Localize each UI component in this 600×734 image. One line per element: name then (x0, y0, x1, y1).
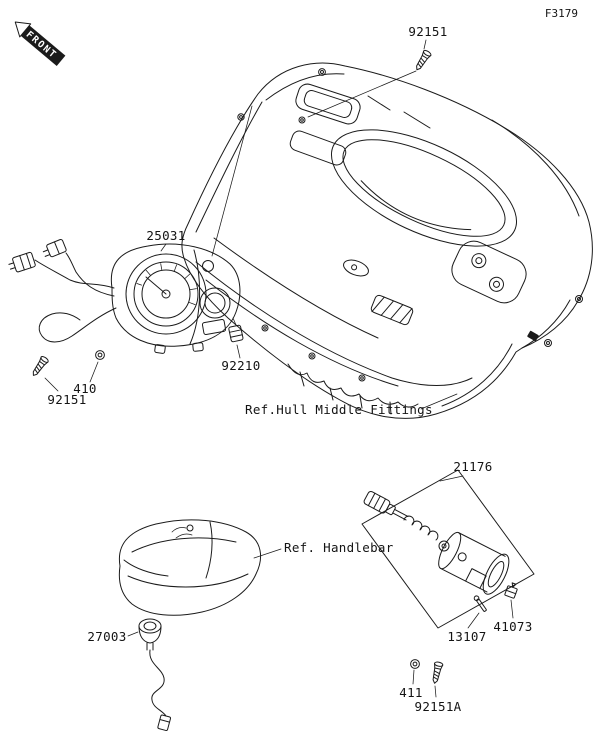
sensor-27003-drawing (127, 618, 171, 731)
front-badge: FRONT (14, 21, 66, 66)
handlebar-ref-label: Ref. Handlebar (284, 540, 394, 555)
meter-assembly-drawing (110, 105, 253, 354)
part-label-washer-bottom: 411 (399, 685, 422, 700)
part-label-cable-assembly: 21176 (453, 459, 492, 474)
figure-code: F3179 (545, 7, 578, 20)
front-badge-label: FRONT (24, 29, 59, 61)
part-label-pin: 13107 (447, 629, 486, 644)
handlebar-cover-drawing (118, 519, 262, 616)
damper-92210 (228, 317, 244, 359)
handlebar-ref-leader (253, 548, 282, 559)
hull-ref-leader (420, 393, 458, 410)
pin-13107 (467, 595, 487, 629)
hull-clip (527, 330, 539, 342)
cable-assembly-drawing (363, 490, 510, 595)
part-label-sensor: 27003 (87, 629, 126, 644)
harness-connector-a (8, 251, 36, 273)
meter-wiring-harness (8, 238, 117, 343)
washer-411 (410, 659, 420, 685)
washer-410 (89, 350, 105, 383)
part-label-screw-top: 92151 (408, 24, 447, 39)
cable-assembly-box (361, 469, 535, 629)
part-label-clamp: 41073 (493, 619, 532, 634)
part-label-damper: 92210 (221, 358, 260, 373)
screw-92151-top (307, 39, 433, 118)
screw-92151-left (29, 354, 59, 392)
part-label-meter: 25031 (146, 228, 185, 243)
meter-label-leader (160, 243, 167, 252)
screw-92151a (430, 660, 444, 698)
clamp-41073 (504, 582, 518, 619)
harness-connector-b (42, 238, 67, 258)
part-label-screw-bottom: 92151A (415, 699, 462, 714)
part-label-screw-left: 92151 (47, 392, 86, 407)
hull-drawing (181, 62, 593, 419)
hull-ref-label: Ref.Hull Middle Fittings (245, 402, 433, 417)
part-label-washer-left: 410 (73, 381, 96, 396)
